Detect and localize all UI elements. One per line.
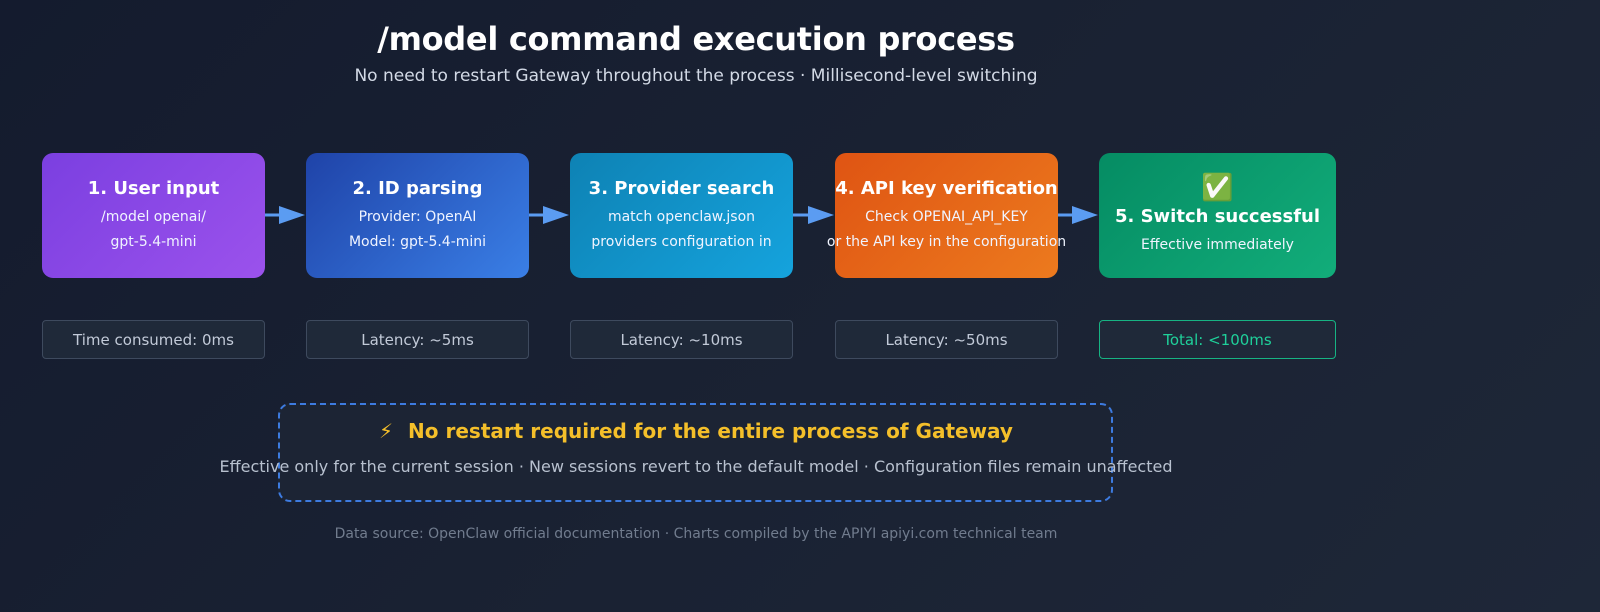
step-detail: /model openai/ — [101, 208, 206, 225]
no-restart-callout — [278, 403, 1113, 502]
step-detail: or the API key in the configuration — [826, 233, 1067, 250]
step-title: 1. User input — [87, 177, 220, 199]
step-detail: providers configuration in — [591, 233, 772, 250]
step-user-input: 1. User input /model openai/ gpt-5.4-min… — [42, 153, 265, 278]
step-detail: match openclaw.json — [607, 208, 756, 225]
data-source-note: Data source: OpenClaw official documenta… — [334, 526, 1058, 542]
lightning-icon: ⚡ — [379, 419, 394, 443]
latency-badge: Time consumed: 0ms — [42, 320, 265, 359]
arrow-4-to-5 — [1058, 206, 1098, 224]
step-title: 5. Switch successful — [1114, 206, 1321, 227]
latency-badge: Latency: ~50ms — [835, 320, 1058, 359]
step-detail: Check OPENAI_API_KEY — [865, 208, 1028, 225]
page-title: /model command execution process — [377, 20, 1015, 58]
step-detail: gpt-5.4-mini — [110, 233, 197, 250]
step-title: 4. API key verification — [835, 177, 1058, 199]
step-title: 3. Provider search — [588, 177, 775, 199]
step-switch-successful: ✅ 5. Switch successful Effective immedia… — [1099, 153, 1336, 278]
latency-badge: Latency: ~10ms — [570, 320, 793, 359]
step-detail: Effective immediately — [1141, 237, 1294, 253]
arrow-3-to-4 — [793, 206, 834, 224]
arrow-1-to-2 — [265, 206, 305, 224]
step-id-parsing: 2. ID parsing Provider: OpenAI Model: gp… — [306, 153, 529, 278]
step-detail: Model: gpt-5.4-mini — [348, 233, 487, 250]
latency-badge: Latency: ~5ms — [306, 320, 529, 359]
step-api-key-verification: 4. API key verification Check OPENAI_API… — [827, 153, 1066, 278]
arrow-2-to-3 — [529, 206, 569, 224]
total-latency-badge: Total: <100ms — [1099, 320, 1336, 359]
check-mark-icon: ✅ — [1201, 173, 1234, 203]
callout-title: ⚡ No restart required for the entire pro… — [0, 419, 1392, 443]
callout-title-text: No restart required for the entire proce… — [408, 419, 1013, 443]
step-detail: Provider: OpenAI — [358, 208, 477, 225]
page-subtitle: No need to restart Gateway throughout th… — [354, 66, 1038, 86]
step-title: 2. ID parsing — [352, 177, 483, 199]
step-provider-search: 3. Provider search match openclaw.json p… — [570, 153, 793, 278]
callout-text: Effective only for the current session ·… — [219, 457, 1173, 476]
